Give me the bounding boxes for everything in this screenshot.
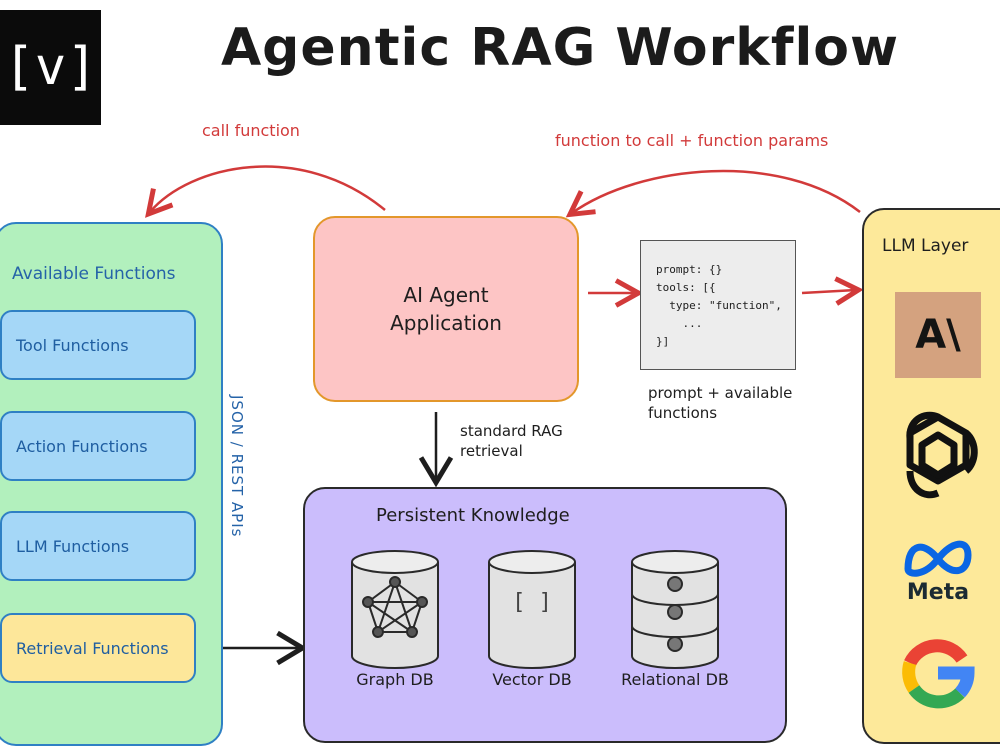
vector-db-cylinder: [488, 550, 576, 669]
brackets-icon: [ ]: [512, 590, 552, 615]
openai-logo-icon: [906, 411, 978, 499]
llm-layer-title: LLM Layer: [882, 236, 969, 256]
arrow-call-function: [150, 165, 386, 212]
vector-db-label: Vector DB: [492, 670, 572, 689]
persistent-knowledge-title: Persistent Knowledge: [376, 505, 570, 526]
tool-functions-box: Tool Functions: [0, 310, 196, 380]
action-functions-box: Action Functions: [0, 411, 196, 481]
prompt-caption-line1: prompt + available: [648, 384, 793, 402]
anthropic-logo-icon: A\: [895, 292, 981, 378]
standard-rag-caption: standard RAG retrieval: [460, 421, 563, 461]
available-functions-title: Available Functions: [12, 264, 176, 284]
arrow-function-to-call: [572, 169, 861, 213]
function-to-call-label: function to call + function params: [555, 131, 829, 150]
meta-logo-icon: [904, 540, 972, 577]
agent-label-line1: AI Agent: [403, 283, 489, 307]
brand-logo: [v]: [0, 10, 101, 125]
prompt-caption-line2: functions: [648, 404, 718, 422]
agent-label-line2: Application: [390, 311, 502, 335]
relational-db-cylinder: [631, 550, 719, 669]
arrow-code-to-llm: [801, 290, 856, 293]
prompt-functions-caption: prompt + available functions: [648, 383, 792, 423]
graph-db-label: Graph DB: [356, 670, 434, 689]
json-rest-apis-label: JSON / REST APIs: [228, 395, 246, 538]
relational-db-label: Relational DB: [621, 670, 729, 689]
ai-agent-application-box: AI Agent Application: [313, 216, 579, 402]
page-title: Agentic RAG Workflow: [220, 18, 900, 78]
meta-logo-text: Meta: [906, 580, 970, 605]
llm-functions-box: LLM Functions: [0, 511, 196, 581]
rag-caption-line1: standard RAG: [460, 422, 563, 440]
call-function-label: call function: [202, 121, 300, 140]
graph-db-cylinder: [351, 550, 439, 669]
google-logo-icon: [902, 639, 975, 709]
rag-caption-line2: retrieval: [460, 442, 523, 460]
retrieval-functions-box: Retrieval Functions: [0, 613, 196, 683]
tool-call-code-snippet: prompt: {} tools: [{ type: "function", .…: [640, 240, 796, 370]
graph-network-icon: [362, 576, 428, 638]
database-stack-icon: [631, 576, 719, 652]
